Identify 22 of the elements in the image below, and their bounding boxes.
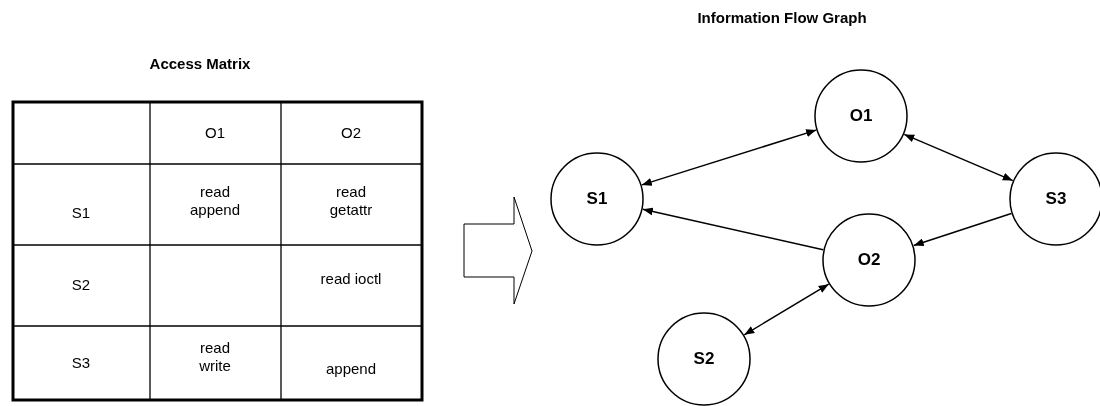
node-label: O1: [849, 106, 873, 126]
arrow: [743, 283, 830, 336]
column-header: O1: [204, 124, 226, 142]
row-header: S3: [70, 354, 92, 372]
column-header: O2: [340, 124, 362, 142]
cell-text: read append: [188, 183, 242, 219]
row-header: S1: [70, 204, 92, 222]
node-label: S1: [586, 189, 608, 209]
table-title: Access Matrix: [148, 55, 252, 73]
arrow: [641, 129, 817, 186]
node-label: S2: [693, 349, 715, 369]
node-label: O2: [857, 250, 881, 270]
cell-text: read write: [198, 339, 232, 375]
arrow: [642, 207, 824, 251]
row-header: S2: [70, 276, 92, 294]
arrow: [912, 212, 1013, 247]
node-label: S3: [1045, 189, 1067, 209]
graph-title: Information Flow Graph: [696, 9, 868, 27]
cell-text: read getattr: [328, 183, 374, 219]
cell-text: read ioctl: [319, 270, 383, 288]
cell-text: append: [324, 360, 378, 378]
arrow: [903, 133, 1014, 182]
